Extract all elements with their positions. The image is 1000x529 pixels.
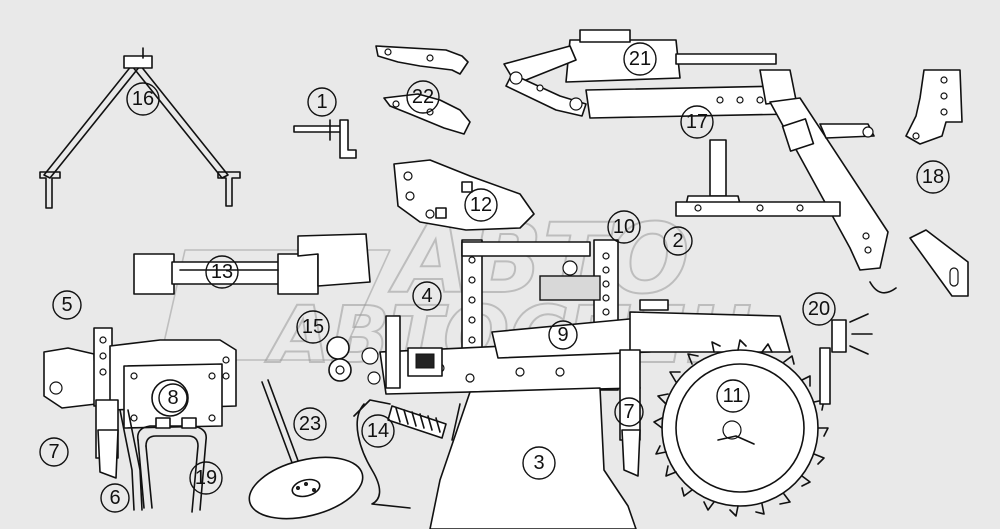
callout-8-label: 8 — [167, 387, 178, 409]
callout-19: 19 — [189, 461, 223, 495]
callout-7-left: 7 — [39, 437, 69, 467]
callout-17: 17 — [680, 105, 714, 139]
part-16-a-frame — [39, 47, 241, 209]
callout-2: 2 — [663, 226, 693, 256]
callout-18-label: 18 — [922, 166, 944, 188]
callout-5: 5 — [52, 290, 82, 320]
part-22-brackets — [375, 45, 471, 135]
part-4-clamp — [361, 315, 443, 389]
callout-3-label: 3 — [533, 452, 544, 474]
callout-7-left-label: 7 — [48, 441, 59, 463]
callout-4: 4 — [412, 281, 442, 311]
callout-6: 6 — [100, 483, 130, 513]
callout-17-label: 17 — [686, 111, 708, 133]
central-column — [461, 239, 601, 381]
part-13-tube — [133, 233, 371, 295]
callout-1-label: 1 — [316, 91, 327, 113]
part-2-tower — [639, 139, 841, 311]
callout-22-label: 22 — [412, 86, 434, 108]
part-19-u-tine — [136, 417, 208, 513]
part-21-cylinder — [503, 29, 777, 117]
callout-18: 18 — [916, 160, 950, 194]
callout-14-label: 14 — [367, 420, 389, 442]
callout-11-label: 11 — [723, 385, 744, 407]
part-11-toothed-wheel — [653, 339, 829, 517]
part-23-disc — [248, 379, 364, 520]
callout-5-label: 5 — [61, 294, 72, 316]
callout-15-label: 15 — [302, 316, 324, 338]
callout-15: 15 — [296, 310, 330, 344]
part-14-spring-tine — [353, 399, 447, 509]
part-15-washers — [326, 336, 352, 382]
callout-9: 9 — [548, 320, 578, 350]
callout-16: 16 — [126, 82, 160, 116]
callout-6-label: 6 — [109, 487, 120, 509]
part-7-right-knife — [619, 349, 641, 477]
callout-7-right: 7 — [614, 397, 644, 427]
callout-16-label: 16 — [132, 88, 154, 110]
part-3-shank — [429, 387, 637, 529]
part-17-linkage-arm — [585, 69, 897, 294]
callout-7-right-label: 7 — [623, 401, 634, 423]
callout-10: 10 — [607, 210, 641, 244]
callout-23-label: 23 — [299, 413, 321, 435]
callout-21: 21 — [623, 42, 657, 76]
callout-23: 23 — [293, 407, 327, 441]
part-8-gearbox — [123, 363, 223, 429]
callout-3: 3 — [522, 446, 556, 480]
callout-22: 22 — [406, 80, 440, 114]
part-20-lamp — [819, 313, 873, 405]
callout-11: 11 — [716, 379, 750, 413]
callout-20: 20 — [802, 292, 836, 326]
callout-13-label: 13 — [211, 261, 233, 283]
callout-19-label: 19 — [195, 467, 217, 489]
callout-8: 8 — [158, 383, 188, 413]
callout-12-label: 12 — [470, 194, 492, 216]
callout-21-label: 21 — [629, 48, 651, 70]
callout-2-label: 2 — [672, 230, 683, 252]
callout-20-label: 20 — [808, 298, 830, 320]
callout-14: 14 — [361, 414, 395, 448]
part-7-left-knife — [95, 399, 119, 479]
callout-1: 1 — [307, 87, 337, 117]
callout-4-label: 4 — [421, 285, 432, 307]
callout-10-label: 10 — [613, 216, 635, 238]
part-18-plates — [905, 69, 969, 297]
part-12-frame-plate — [393, 159, 535, 231]
callout-13: 13 — [205, 255, 239, 289]
callout-9-label: 9 — [557, 324, 568, 346]
part-1-pin — [293, 119, 357, 159]
callout-12: 12 — [464, 188, 498, 222]
